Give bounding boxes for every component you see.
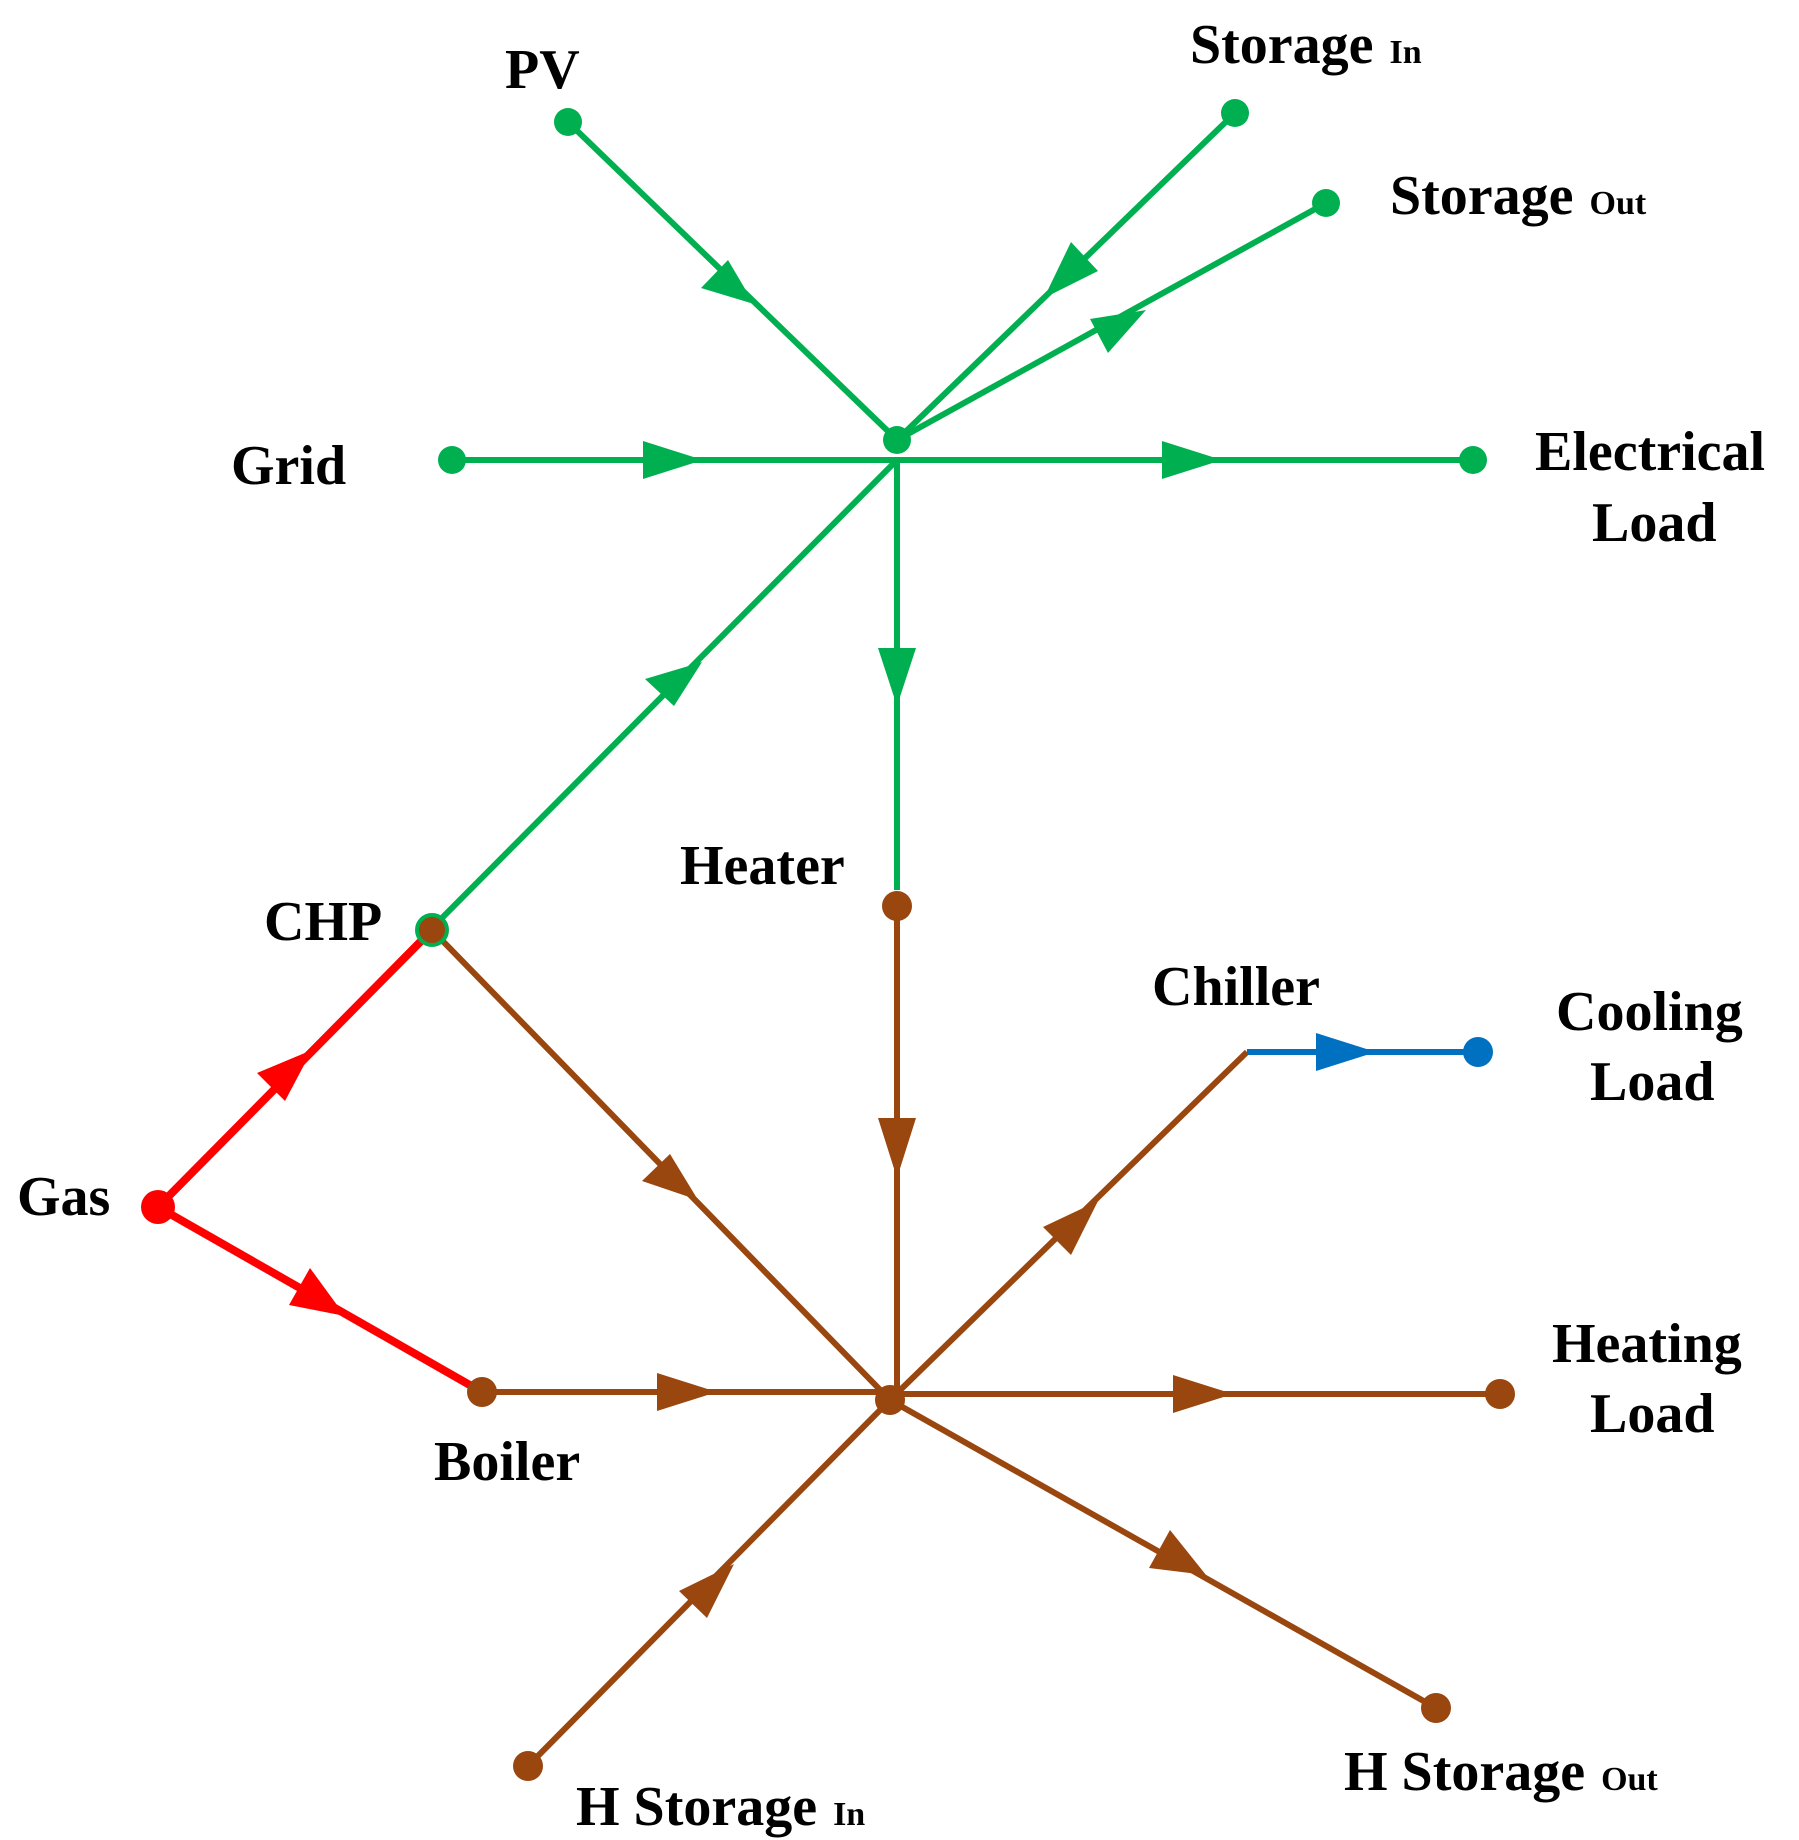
label-h-storage-out: H Storage Out [1344, 1741, 1658, 1803]
label-h-storage-out-main: H Storage [1344, 1741, 1585, 1803]
node-gas [141, 1190, 175, 1224]
electric-network [429, 99, 1487, 931]
label-heating-load-1: Heating [1552, 1313, 1742, 1375]
arrow-chp-to-bus [645, 662, 702, 706]
label-heating-load-2: Load [1590, 1383, 1715, 1445]
arrow-bus-to-heater [878, 648, 916, 706]
label-cooling-load-2: Load [1590, 1051, 1715, 1113]
label-storage-in: Storage In [1190, 14, 1422, 76]
node-electrical-load [1459, 446, 1487, 474]
label-h-storage-in-sub: In [833, 1796, 865, 1833]
arrow-chiller-to-cooling-load [1316, 1033, 1376, 1071]
arrow-gas-to-chp [257, 1050, 312, 1101]
arrow-bus-to-electrical-load [1162, 441, 1222, 479]
electric-bus-node [883, 426, 911, 454]
arrow-chp-to-heat-bus [642, 1154, 698, 1200]
label-storage-in-main: Storage [1190, 14, 1374, 76]
label-cooling-load-1: Cooling [1556, 981, 1743, 1043]
arrow-heat-bus-to-chiller [1043, 1201, 1098, 1255]
label-h-storage-out-sub: Out [1601, 1761, 1658, 1798]
node-chp [417, 915, 447, 945]
arrow-heat-bus-to-h-storage-out [1149, 1530, 1206, 1575]
node-h-storage-out [1421, 1693, 1451, 1723]
arrow-storage-out-to-bus [1090, 310, 1146, 353]
arrow-boiler-to-heat-bus [657, 1373, 717, 1411]
label-storage-out-main: Storage [1390, 165, 1574, 227]
heat-network [415, 891, 1515, 1781]
node-cooling-load [1463, 1037, 1493, 1067]
label-electrical-load-2: Load [1592, 492, 1717, 554]
label-boiler: Boiler [434, 1431, 580, 1493]
node-heating-load [1485, 1379, 1515, 1409]
label-electrical-load-1: Electrical [1535, 421, 1765, 483]
gas-network [141, 927, 484, 1396]
label-h-storage-in: H Storage In [576, 1776, 865, 1838]
label-heater: Heater [680, 835, 845, 897]
node-heater [882, 891, 912, 921]
label-gas: Gas [17, 1166, 110, 1228]
arrow-bus-to-storage-in [1044, 242, 1098, 298]
node-chp-green-ring [415, 913, 449, 947]
arrow-heat-bus-to-heating-load [1173, 1375, 1233, 1413]
arrow-grid-to-bus [643, 441, 703, 479]
label-storage-out: Storage Out [1390, 165, 1647, 227]
node-storage-in [1221, 99, 1249, 127]
label-grid: Grid [231, 435, 346, 497]
node-h-storage-in [513, 1751, 543, 1781]
node-storage-out [1312, 189, 1340, 217]
node-pv [554, 108, 582, 136]
label-storage-out-sub: Out [1590, 185, 1647, 222]
cooling-network [1247, 1033, 1493, 1071]
label-h-storage-in-main: H Storage [576, 1776, 817, 1838]
heat-bus-node [875, 1385, 905, 1415]
label-storage-in-sub: In [1390, 34, 1422, 71]
arrow-gas-to-boiler [289, 1268, 345, 1316]
node-grid [438, 446, 466, 474]
label-chp: CHP [264, 891, 382, 953]
labels: PV Storage In Storage Out Grid Electrica… [17, 14, 1765, 1838]
arrow-h-storage-in-to-heat-bus [679, 1564, 734, 1618]
node-boiler [467, 1377, 497, 1407]
label-pv: PV [505, 39, 580, 101]
arrow-pv-to-bus [701, 260, 754, 304]
arrow-heater-to-heat-bus [878, 1118, 916, 1178]
label-chiller: Chiller [1152, 956, 1320, 1018]
